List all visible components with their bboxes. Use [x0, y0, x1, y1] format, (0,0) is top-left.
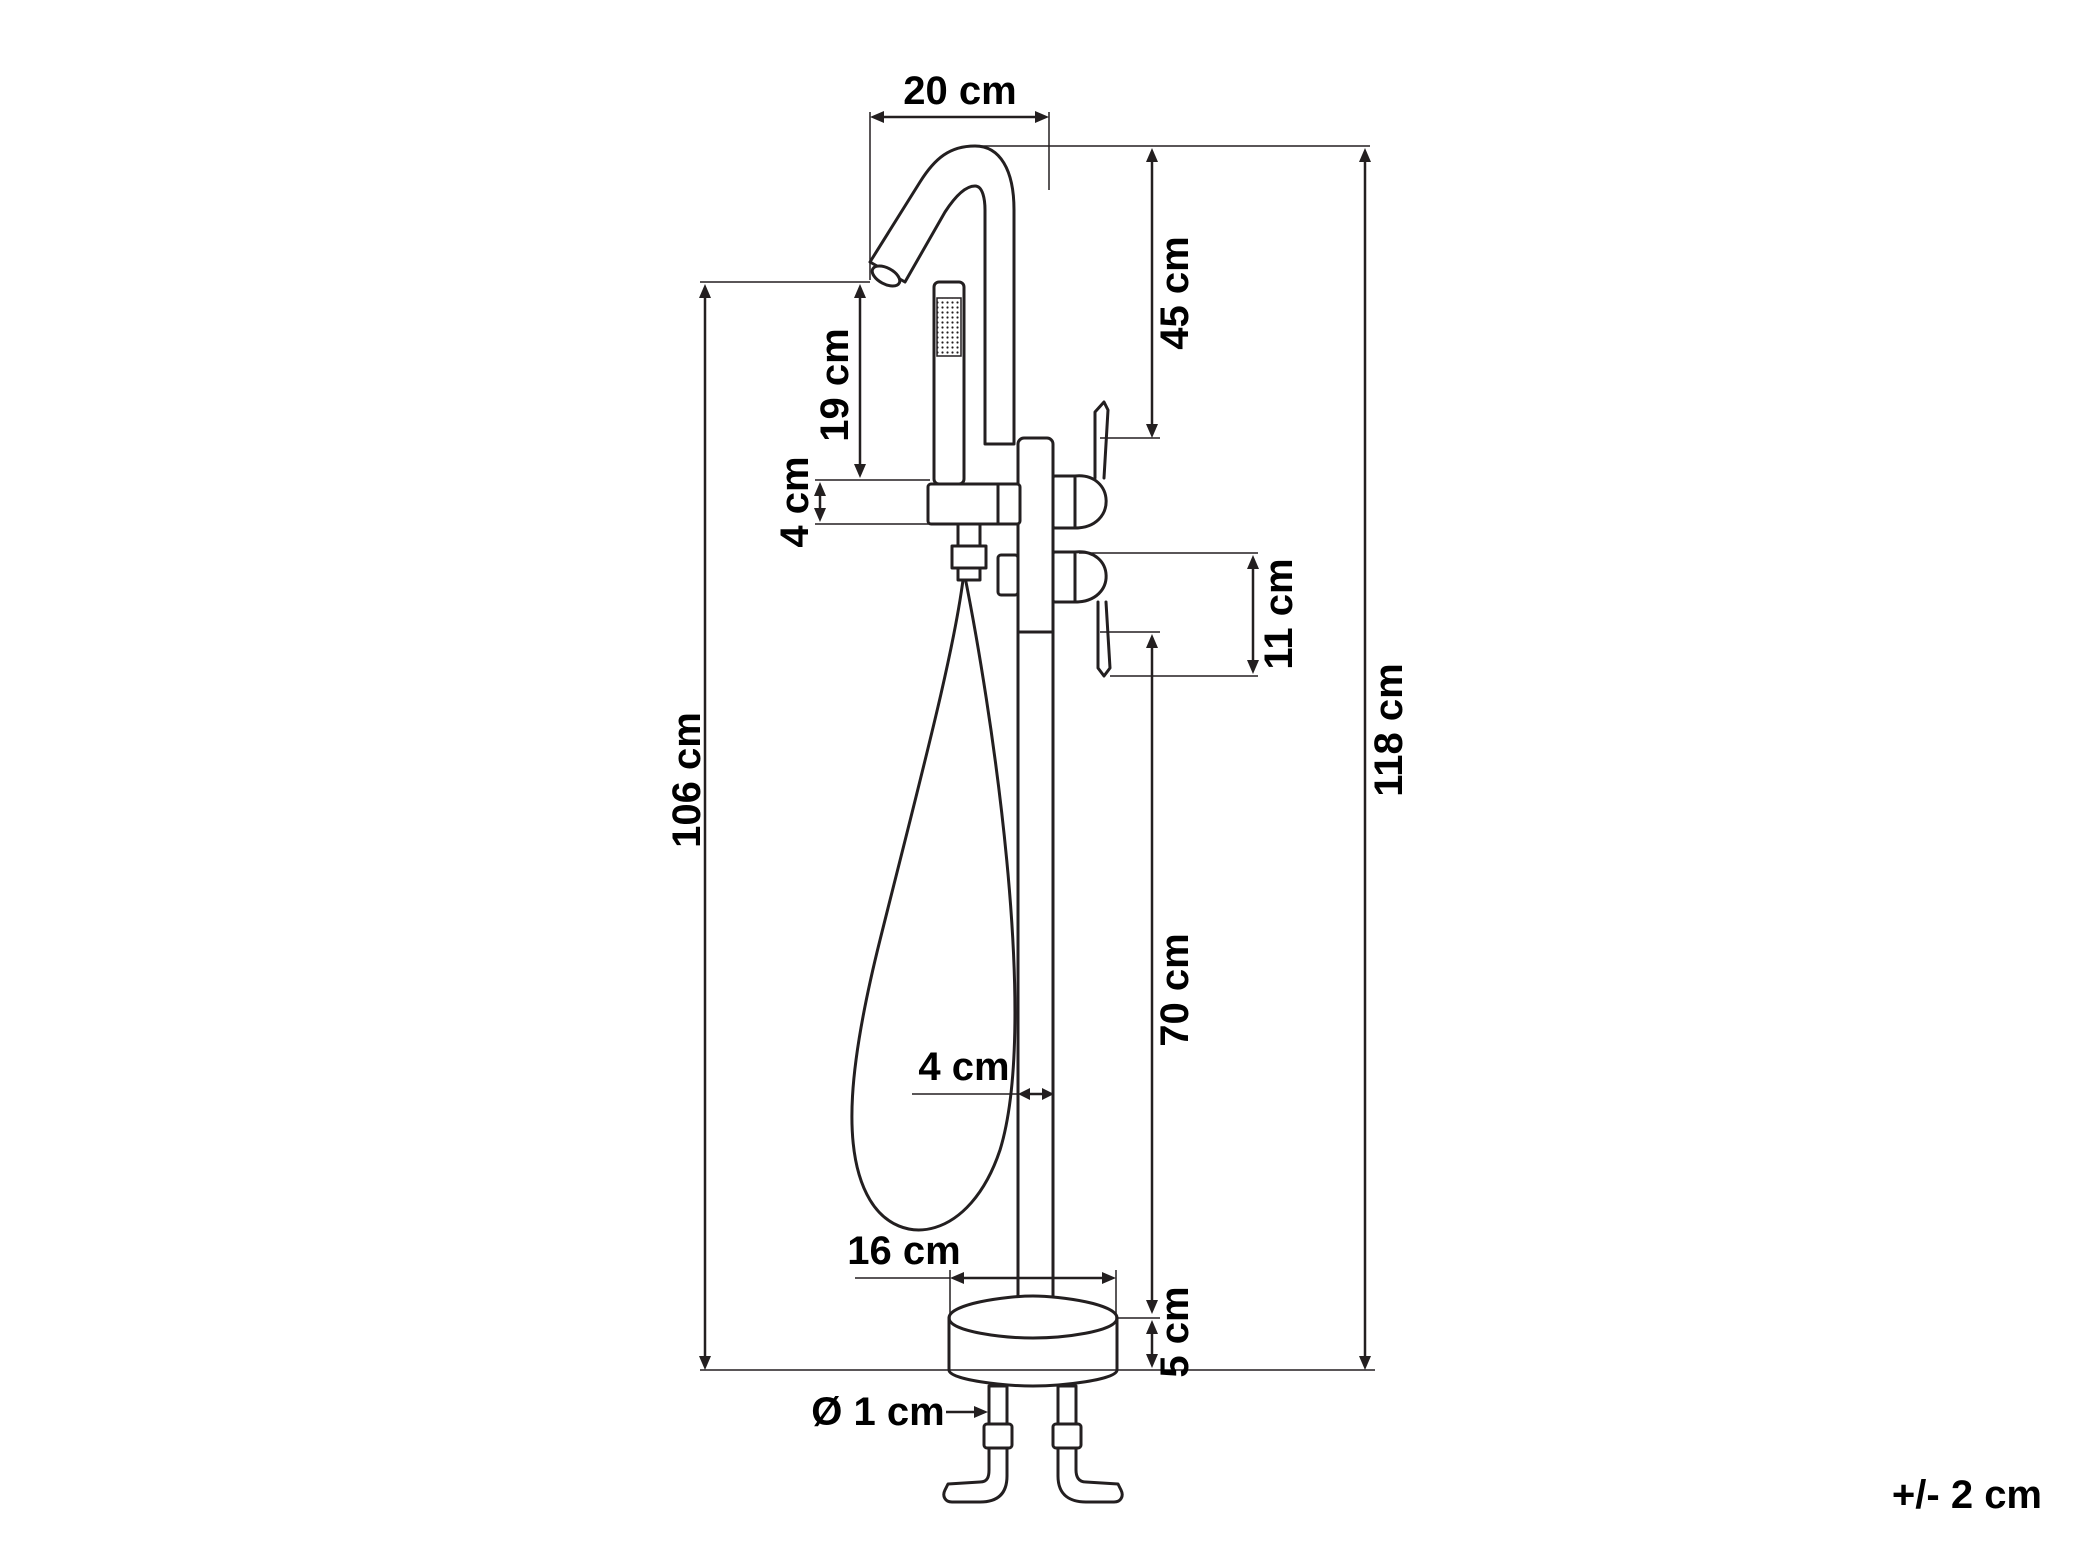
label-base-width: 16 cm — [847, 1229, 960, 1273]
upper-lever — [1051, 400, 1110, 530]
faucet-drawing — [850, 144, 1124, 1504]
label-spout-width: 20 cm — [903, 69, 1016, 113]
label-pipe-diameter: Ø 1 cm — [811, 1390, 944, 1434]
label-spout-height: 45 cm — [1153, 236, 1197, 349]
label-base-height: 5 cm — [1153, 1286, 1197, 1377]
spout — [868, 144, 1016, 446]
base — [947, 1294, 1119, 1388]
label-column-width: 4 cm — [918, 1045, 1009, 1089]
dimension-labels: 20 cm 45 cm 118 cm 106 cm 19 cm 4 cm 11 … — [665, 69, 2042, 1517]
label-shower-head: 19 cm — [813, 328, 857, 441]
main-column — [1016, 436, 1055, 1320]
spout-outlet — [870, 264, 902, 288]
lower-lever — [996, 550, 1112, 678]
label-total-spout: 106 cm — [665, 712, 709, 848]
dimension-lines — [699, 111, 1375, 1418]
shower-nozzle-grid — [936, 297, 962, 357]
label-total-height: 118 cm — [1367, 663, 1411, 796]
hose-connector — [950, 522, 988, 582]
label-holder: 4 cm — [773, 456, 817, 547]
label-column-height: 70 cm — [1153, 933, 1197, 1046]
valve-body — [926, 482, 1022, 526]
label-lever-gap: 11 cm — [1257, 558, 1301, 669]
shower-hose — [850, 570, 1017, 1232]
label-tolerance: +/- 2 cm — [1892, 1473, 2042, 1517]
inlet-pipe-right — [1051, 1384, 1124, 1504]
inlet-pipe-left — [942, 1384, 1014, 1504]
